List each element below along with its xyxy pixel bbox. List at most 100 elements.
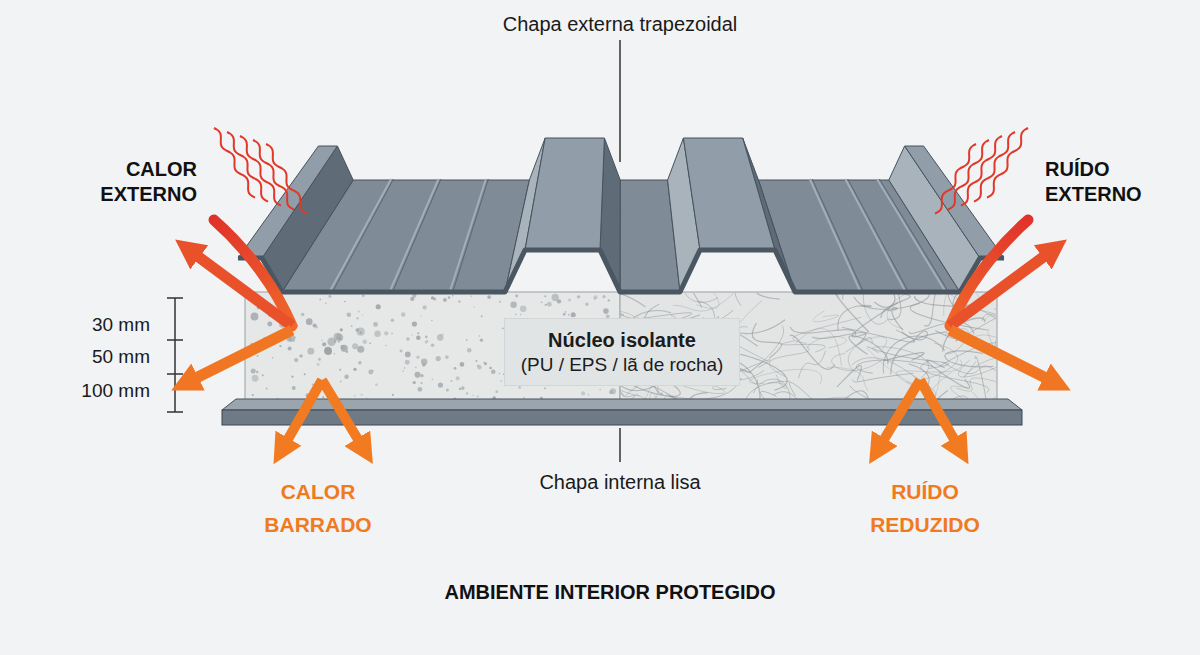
foam-cell [510, 302, 516, 308]
foam-cell [544, 295, 546, 297]
foam-cell [484, 362, 487, 365]
fiber-strand [790, 335, 835, 369]
wave-line [266, 144, 307, 214]
foam-cell [495, 390, 498, 393]
foam-cell [251, 313, 259, 321]
foam-cell [545, 304, 547, 306]
foam-cell [400, 350, 403, 353]
foam-cell [262, 374, 264, 376]
foam-cell [603, 308, 609, 314]
foam-cell [307, 348, 314, 355]
fiber-strand [684, 293, 718, 302]
minor-rib-light [330, 179, 391, 291]
foam-cell [374, 330, 380, 336]
foam-cell [431, 320, 433, 322]
foam-cell [405, 360, 410, 365]
core-label-box: Núcleo isolante(PU / EPS / lã de rocha) [504, 318, 741, 387]
minor-rib-light [390, 179, 439, 291]
fiber-strand [735, 293, 751, 306]
foam-cell [252, 394, 254, 396]
fiber-strand [943, 362, 996, 377]
foam-cell [489, 367, 492, 370]
foam-cell [358, 361, 361, 364]
minor-rib-light [450, 179, 486, 291]
foam-cell [362, 314, 363, 315]
foam-cell [520, 306, 527, 313]
fiber-strand [696, 293, 719, 308]
foam-cell [518, 386, 520, 388]
fiber-strand [896, 360, 961, 386]
dimension-tick [167, 411, 183, 413]
foam-cell [352, 343, 358, 349]
box-body: (PU / EPS / lã de rocha) [521, 353, 724, 378]
foam-cell [256, 371, 258, 373]
foam-cell [454, 367, 457, 370]
wave-line [935, 144, 976, 214]
foam-cell [301, 313, 305, 317]
foam-cell [568, 314, 570, 316]
foam-cell [292, 386, 296, 390]
fiber-strand [848, 293, 895, 307]
part-label: Chapa interna lisa [539, 471, 700, 494]
foam-cell [416, 336, 421, 341]
dimension-label: 50 mm [92, 346, 150, 368]
foam-cell [354, 395, 356, 397]
foam-cell [425, 341, 428, 344]
foam-cell [472, 394, 474, 396]
foam-cell [363, 340, 367, 344]
foam-cell [445, 355, 449, 359]
fiber-strand [964, 356, 996, 377]
foam-cell [466, 339, 468, 341]
minor-rib-dark [333, 179, 394, 291]
dimension-tick [167, 373, 183, 375]
fiber-strand [889, 293, 924, 320]
foam-cell [358, 310, 360, 312]
foam-cell [427, 340, 428, 341]
fiber-strand [768, 375, 787, 389]
reflected-arrow [950, 330, 1052, 381]
outer-trapezoidal-sheet [238, 138, 1004, 292]
noise-label: RUÍDO EXTERNO [1045, 157, 1142, 207]
foam-cell [252, 375, 259, 382]
foam-cell [423, 363, 426, 366]
foam-cell [404, 367, 406, 369]
fiber-strand [881, 293, 910, 318]
foam-cell [520, 314, 521, 315]
reduced-arrow [920, 380, 958, 446]
foam-cell [279, 345, 281, 347]
foam-cell [327, 338, 335, 346]
foam-cell [499, 373, 500, 374]
foam-cell [515, 294, 518, 297]
minor-rib-dark [453, 179, 488, 291]
foam-cell [299, 354, 302, 357]
leader-line [619, 428, 621, 462]
foam-cell [420, 315, 422, 317]
fiber-strand [883, 353, 924, 361]
dimension-line [174, 298, 176, 412]
foam-cell [417, 332, 419, 334]
foam-cell [475, 360, 477, 362]
foam-cell [448, 296, 451, 299]
fiber-strand [620, 293, 646, 315]
fiber-strand [975, 356, 987, 404]
foam-cell [544, 387, 546, 389]
foam-cell [437, 334, 443, 340]
foam-cell [312, 384, 314, 386]
dimension-label: 30 mm [92, 314, 150, 336]
dimension-tick [167, 339, 183, 341]
foam-cell [256, 355, 258, 357]
fiber-strand [838, 305, 872, 330]
reduced-arrow [284, 380, 322, 446]
foam-cell [460, 362, 465, 367]
foam-cell [340, 328, 343, 331]
fiber-strand [769, 346, 809, 377]
foam-cell [599, 389, 601, 391]
foam-cell [324, 347, 332, 355]
foam-cell [319, 299, 321, 301]
sheet-face [683, 138, 775, 250]
fiber-strand [832, 354, 882, 371]
foam-cell [443, 298, 447, 302]
foam-cell [322, 396, 324, 398]
foam-cell [456, 376, 460, 380]
foam-cell [368, 370, 373, 375]
